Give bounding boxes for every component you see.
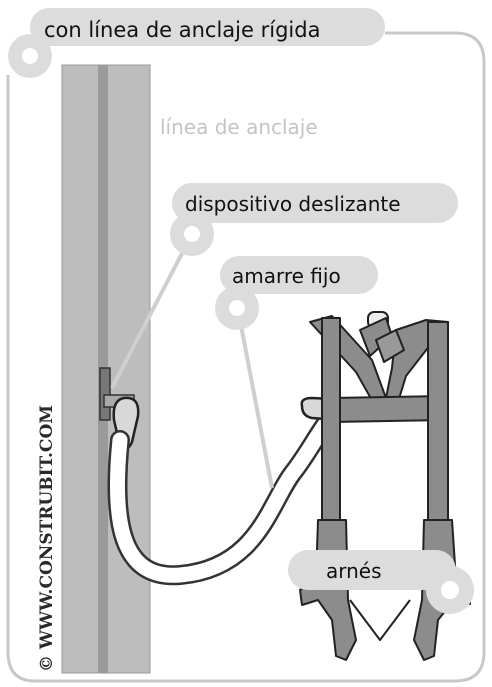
fixed-lanyard-pill xyxy=(220,256,378,294)
sliding-device-pill xyxy=(172,183,458,223)
fixed-lanyard-label: amarre fijo xyxy=(232,264,341,288)
harness-label: arnés xyxy=(326,559,382,583)
title-pill-dot-inner xyxy=(22,48,38,64)
sliding-device-label: dispositivo deslizante xyxy=(185,192,401,216)
fixed-lanyard-fill xyxy=(109,410,338,583)
watermark: © WWW.CONSTRUBIT.COM xyxy=(37,405,57,672)
page-title: con línea de anclaje rígida xyxy=(44,18,320,42)
anchor-line-label: línea de anclaje xyxy=(160,115,318,139)
sliding-device xyxy=(99,367,111,421)
sliding-device-pill-dot-inner xyxy=(184,226,200,242)
pointer-line-device xyxy=(110,237,192,389)
harness-pill-dot-inner xyxy=(441,581,459,599)
title-pill xyxy=(30,8,385,46)
harness-pill xyxy=(288,550,456,590)
outer-frame xyxy=(6,31,486,683)
fixed-lanyard-pill-dot-inner xyxy=(229,300,245,316)
pointer-line-lanyard xyxy=(238,319,274,489)
